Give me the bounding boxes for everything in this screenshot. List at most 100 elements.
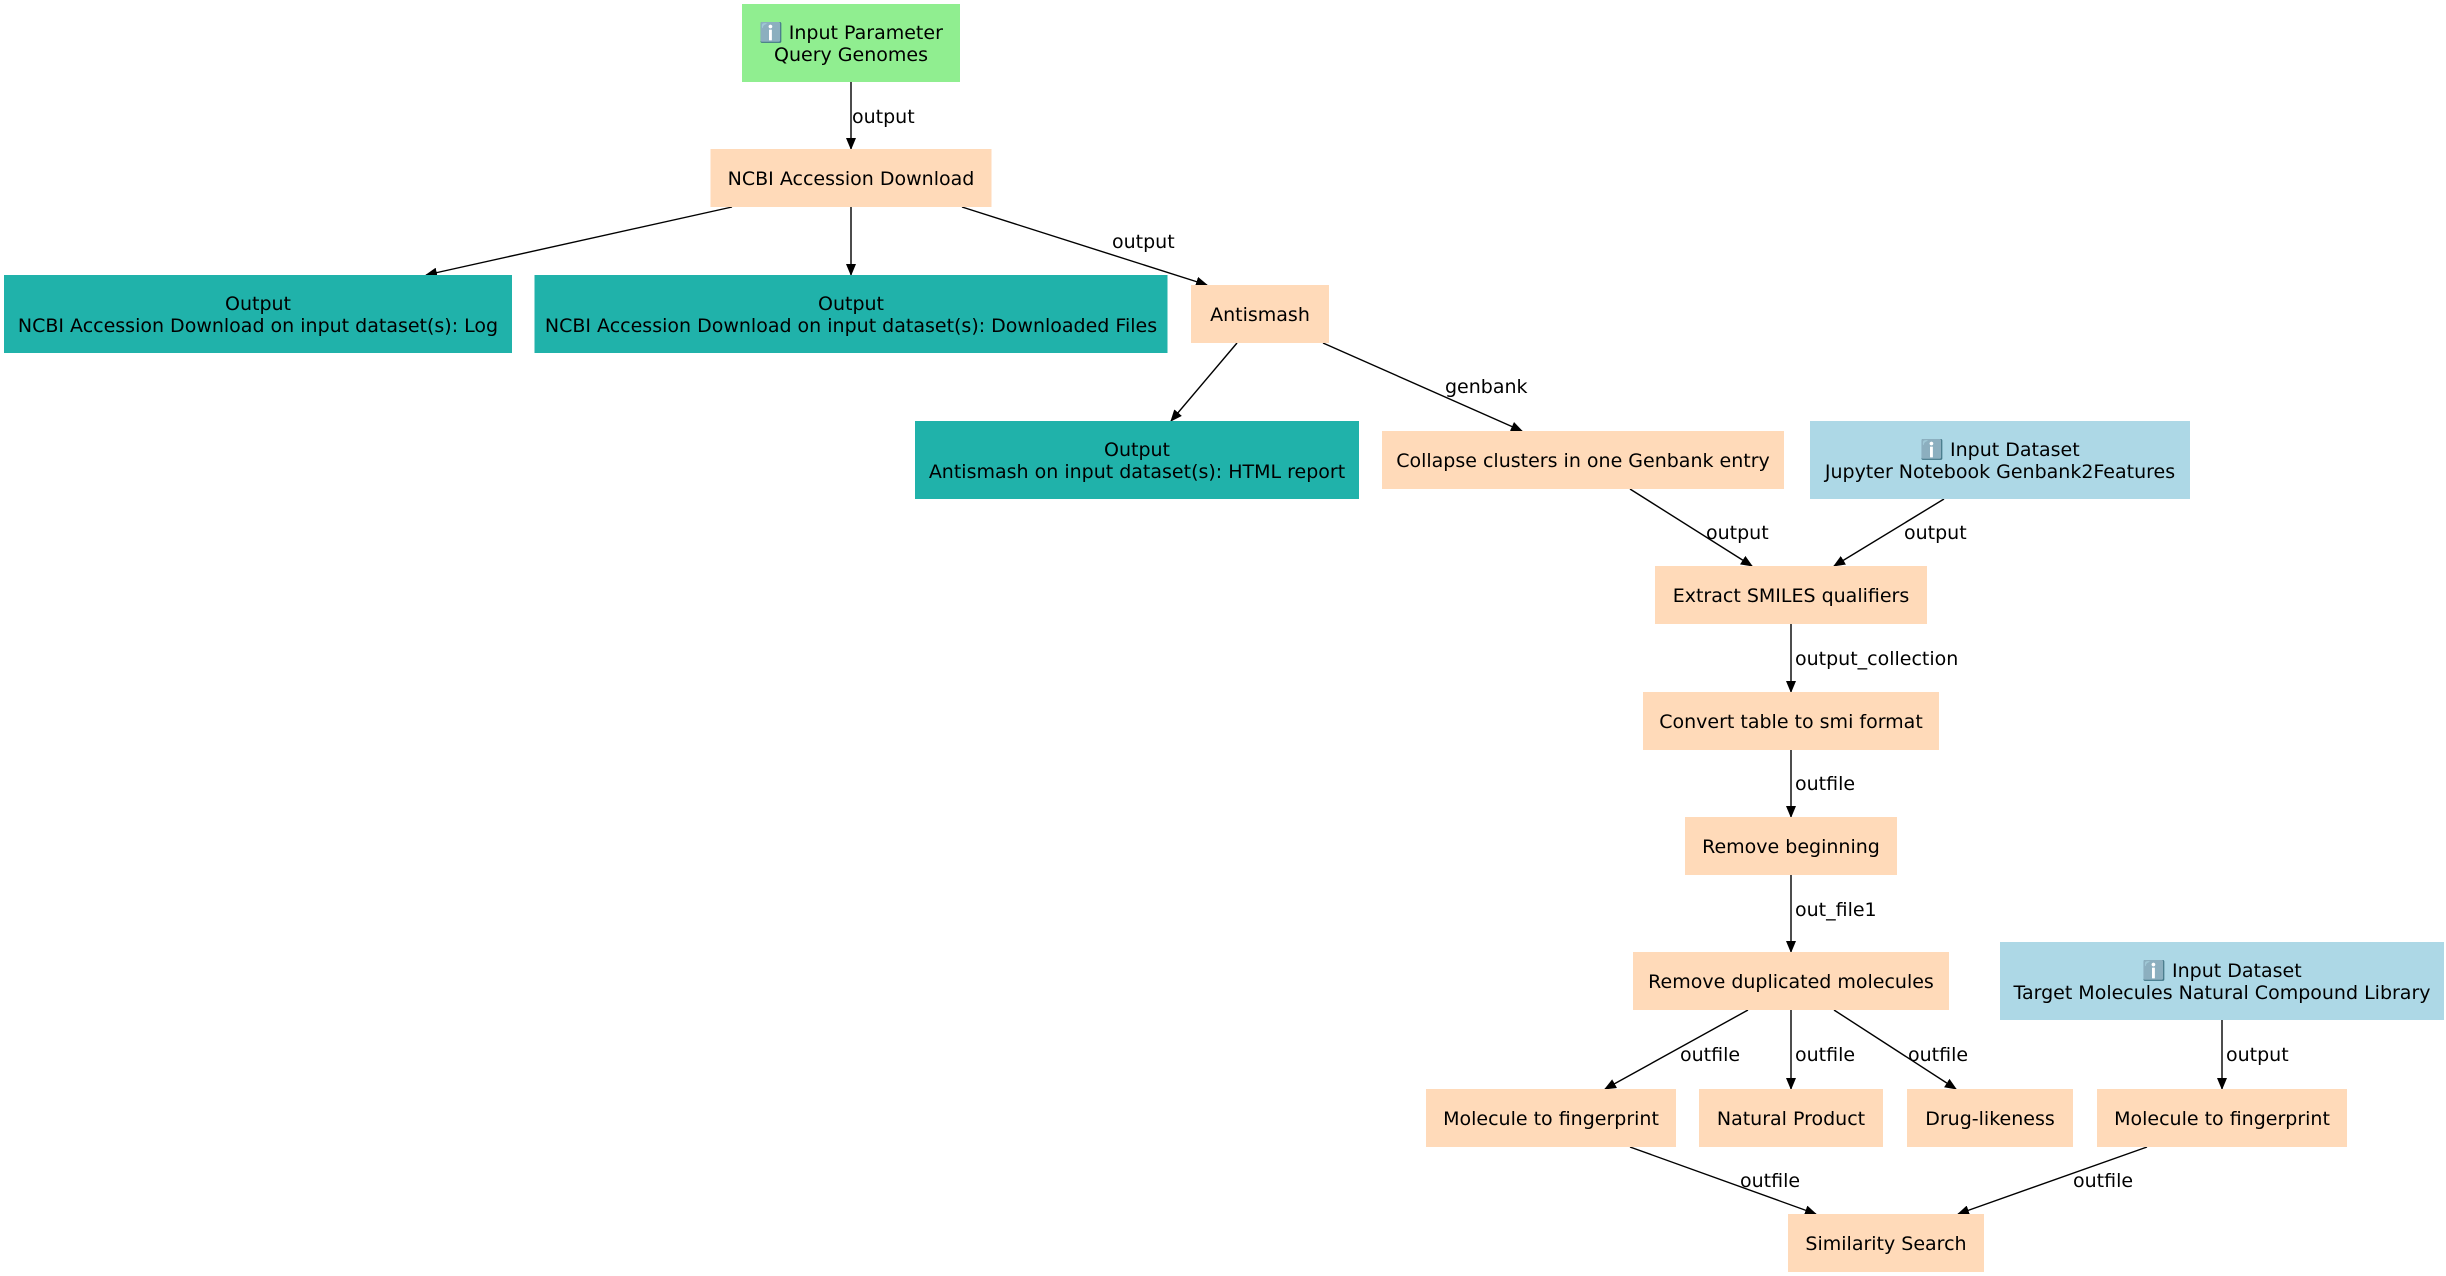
edge-n3-to-n5: output — [1629, 488, 1769, 567]
node-n13-tool: Molecule to fingerprint — [2097, 1089, 2347, 1147]
edge-arrow — [1629, 488, 1753, 567]
edge-label: outfile — [1680, 1044, 1740, 1066]
node-header-label: ℹ️ Input Dataset — [1920, 438, 2079, 461]
edge-n1-to-n2: output — [961, 206, 1208, 287]
edge-label: output — [1706, 522, 1769, 544]
node-n11-tool: Natural Product — [1699, 1089, 1883, 1147]
node-box — [1426, 1089, 1676, 1147]
edge-arrow — [1957, 1146, 2148, 1216]
node-box — [1643, 692, 1939, 750]
node-n10-tool: Molecule to fingerprint — [1426, 1089, 1676, 1147]
edge-label: genbank — [1445, 376, 1528, 398]
node-n8-tool: Remove duplicated molecules — [1633, 952, 1949, 1010]
node-box — [742, 4, 960, 82]
edge-arrow — [425, 206, 733, 278]
node-label: Remove beginning — [1702, 836, 1880, 858]
node-box — [1382, 431, 1784, 489]
edge-arrow — [1629, 1146, 1817, 1215]
node-box — [1633, 952, 1949, 1010]
node-box — [4, 275, 512, 353]
node-box — [915, 421, 1359, 499]
node-n7-tool: Remove beginning — [1685, 817, 1897, 875]
edges-layer: output output genbank output output output_co… — [425, 82, 2289, 1216]
node-label: Remove duplicated molecules — [1648, 971, 1934, 993]
edge-n8-to-n10: outfile — [1604, 1009, 1749, 1090]
edge-arrow — [1833, 1009, 1957, 1090]
node-n12-tool: Drug-likeness — [1907, 1089, 2073, 1147]
edge-n9-to-n13: output — [2217, 1020, 2289, 1090]
edge-label: outfile — [1795, 773, 1855, 795]
edge-label: outfile — [1795, 1044, 1855, 1066]
node-label: Collapse clusters in one Genbank entry — [1396, 450, 1770, 472]
edge-arrow — [1833, 498, 1945, 567]
node-label: Convert table to smi format — [1659, 711, 1923, 733]
node-label: Jupyter Notebook Genbank2Features — [1824, 461, 2175, 483]
edge-n8-to-n11: outfile — [1786, 1010, 1855, 1090]
edge-label: outfile — [1908, 1044, 1968, 1066]
node-header-label: ℹ️ Input Parameter — [759, 21, 943, 44]
edge-n1-to-o1 — [425, 206, 733, 278]
edge-label: outfile — [1740, 1170, 1800, 1192]
node-header-label: Output — [225, 293, 291, 315]
edge-n8-to-n12: outfile — [1833, 1009, 1968, 1090]
edge-arrow — [1322, 342, 1523, 432]
node-label: NCBI Accession Download — [728, 168, 975, 190]
node-label: NCBI Accession Download on input dataset… — [545, 315, 1157, 337]
node-box — [1788, 1214, 1984, 1272]
edge-label: output — [2226, 1044, 2289, 1066]
node-label: Drug-likeness — [1925, 1108, 2055, 1130]
node-n1-tool: NCBI Accession Download — [710, 149, 992, 207]
node-box — [2097, 1089, 2347, 1147]
node-label: Extract SMILES qualifiers — [1673, 585, 1910, 607]
node-label: Molecule to fingerprint — [2114, 1108, 2330, 1130]
node-label: Natural Product — [1717, 1108, 1865, 1130]
node-box — [1685, 817, 1897, 875]
node-label: Target Molecules Natural Compound Librar… — [2012, 982, 2430, 1004]
node-box — [534, 275, 1168, 353]
edge-n0-to-n1: output — [846, 82, 915, 150]
node-box — [2000, 942, 2444, 1020]
node-header-label: Output — [1104, 439, 1170, 461]
edge-label: output — [1112, 231, 1175, 253]
node-label: Query Genomes — [774, 44, 928, 66]
edge-label: outfile — [2073, 1170, 2133, 1192]
node-n6-tool: Convert table to smi format — [1643, 692, 1939, 750]
node-header-label: Output — [818, 293, 884, 315]
edge-n10-to-n14: outfile — [1629, 1146, 1817, 1215]
edge-n2-to-n3: genbank — [1322, 342, 1528, 432]
edge-label: output_collection — [1795, 648, 1958, 670]
edge-n6-to-n7: outfile — [1786, 750, 1855, 818]
edge-n4-to-n5: output — [1833, 498, 1967, 567]
edge-label: output — [852, 106, 915, 128]
node-box — [1907, 1089, 2073, 1147]
node-label: Antismash on input dataset(s): HTML repo… — [929, 461, 1345, 483]
node-label: Molecule to fingerprint — [1443, 1108, 1659, 1130]
node-box — [1699, 1089, 1883, 1147]
edge-n2-to-o3 — [1170, 342, 1238, 422]
edge-arrow — [961, 206, 1208, 287]
node-header-label: ℹ️ Input Dataset — [2142, 959, 2301, 982]
node-box — [1191, 285, 1329, 343]
edge-n5-to-n6: output_collection — [1786, 624, 1958, 693]
node-box — [1655, 566, 1927, 624]
node-n14-tool: Similarity Search — [1788, 1214, 1984, 1272]
edge-n13-to-n14: outfile — [1957, 1146, 2148, 1216]
edge-arrow — [1170, 342, 1238, 422]
node-n3-tool: Collapse clusters in one Genbank entry — [1382, 431, 1784, 489]
node-n2-tool: Antismash — [1191, 285, 1329, 343]
node-label: Similarity Search — [1805, 1233, 1966, 1255]
node-box — [710, 149, 992, 207]
node-label: Antismash — [1210, 304, 1310, 326]
edge-label: output — [1904, 522, 1967, 544]
edge-label: out_file1 — [1795, 899, 1877, 921]
node-label: NCBI Accession Download on input dataset… — [18, 315, 498, 337]
edge-arrow — [1604, 1009, 1749, 1090]
